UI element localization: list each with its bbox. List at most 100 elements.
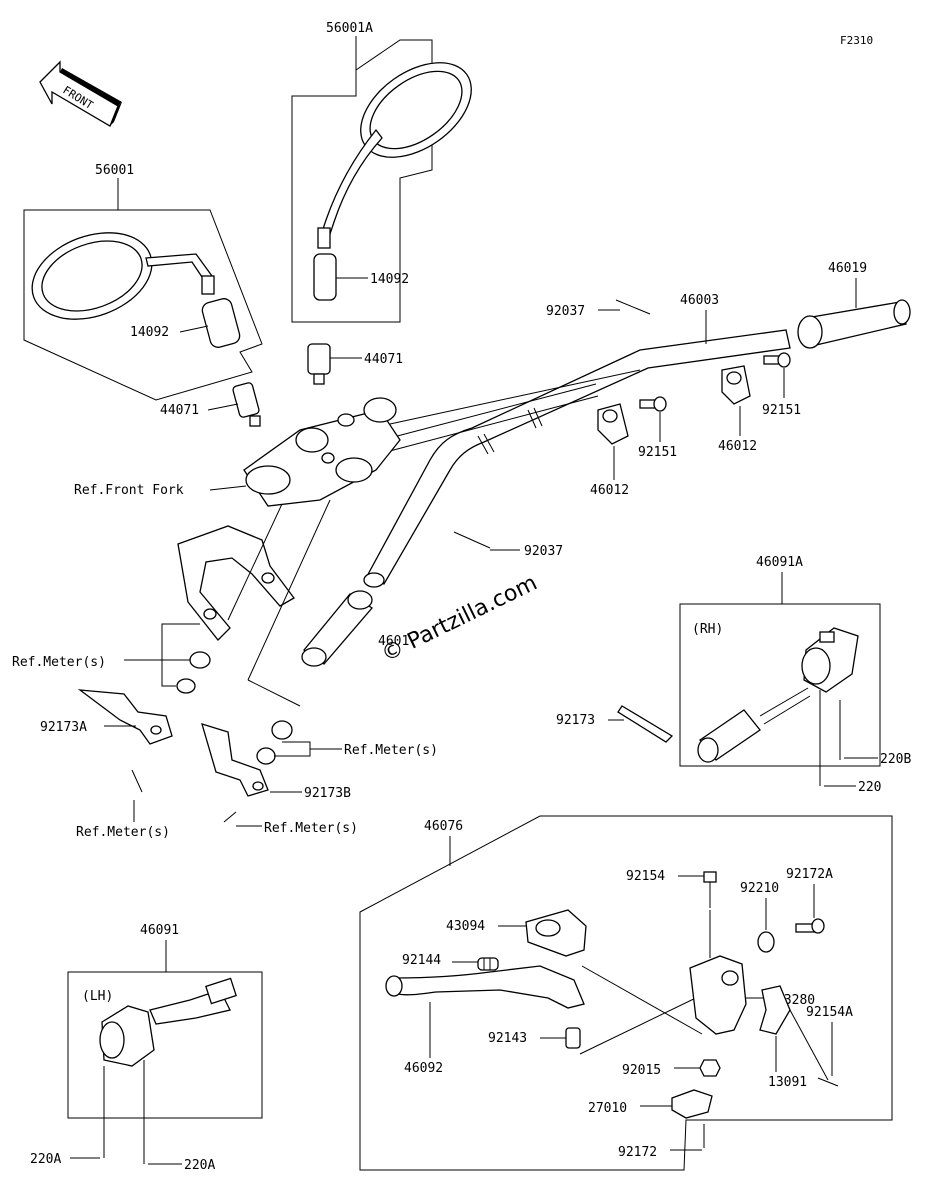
mirror-56001A-part [317, 62, 472, 249]
holder-46012-b-part [721, 365, 751, 405]
holder-46012-a-part [597, 403, 629, 445]
label-92173: 92173 [556, 713, 595, 728]
label-92173A: 92173A [40, 720, 87, 735]
label-ref-front-fork: Ref.Front Fork [74, 483, 184, 498]
label-220B: 220B [880, 752, 911, 767]
clamp-43094-part [525, 909, 587, 957]
label-ref-meter-2: Ref.Meter(s) [76, 825, 170, 840]
adapter-44071-b-part [307, 343, 331, 385]
label-92015: 92015 [622, 1063, 661, 1078]
adapter-44071-a-part [232, 382, 261, 427]
lever-46076-box [359, 815, 893, 1171]
front-arrow-icon: FRONT [39, 60, 122, 127]
label-92210: 92210 [740, 881, 779, 896]
front-fork-clamp-part [243, 397, 401, 507]
spring-92144-part [477, 957, 499, 971]
label-56001: 56001 [95, 163, 134, 178]
bracket-92173A-part [77, 689, 173, 745]
label-grip-left: 4601 [378, 634, 409, 649]
pin-92037-b-part: 92037 [453, 531, 563, 559]
boot-14092-b-part [313, 253, 337, 301]
label-46091A: 46091A [756, 555, 803, 570]
mirror-56001-box [23, 209, 263, 401]
label-46076: 46076 [424, 819, 463, 834]
boot-14092-a-part [201, 298, 241, 348]
label-92037-b: 92037 [524, 544, 563, 559]
label-46019: 46019 [828, 261, 867, 276]
label-rh: (RH) [692, 622, 723, 637]
grommet-right-b-part [256, 747, 276, 765]
bolt-92151-a-part [639, 396, 667, 412]
label-44071-a: 44071 [160, 403, 199, 418]
label-ref-meter-4: Ref.Meter(s) [264, 821, 358, 836]
mirror-56001A-box [291, 39, 433, 323]
label-92172A: 92172A [786, 867, 833, 882]
label-lh: (LH) [82, 989, 113, 1004]
switch-lh-housing-part [99, 1005, 155, 1067]
grip-46019-part: 46019 [797, 261, 911, 349]
switch-46091A-box [679, 603, 881, 767]
switch-lh-connector-part [149, 977, 237, 1025]
label-92154: 92154 [626, 869, 665, 884]
switch-46091-box [67, 971, 263, 1119]
label-46091: 46091 [140, 923, 179, 938]
screw-left-part [131, 769, 143, 793]
label-92151-b: 92151 [762, 403, 801, 418]
grommet-left-b-part [176, 678, 196, 694]
label-46003: 46003 [680, 293, 719, 308]
grommet-left-a-part [189, 651, 211, 669]
holder-13280-part [689, 955, 747, 1035]
label-92172: 92172 [618, 1145, 657, 1160]
switch-rh-housing-part [801, 627, 859, 693]
label-44071-b: 44071 [364, 352, 403, 367]
pin-92037-a-part: 92037 [546, 299, 651, 319]
clamp-13091-part [759, 985, 791, 1035]
label-56001A: 56001A [326, 21, 373, 36]
handlebar-46003-part [363, 329, 791, 588]
label-220: 220 [858, 780, 881, 795]
meter-bracket-part [177, 525, 295, 641]
bracket-92173B-part [201, 723, 269, 797]
label-ref-meter-3: Ref.Meter(s) [344, 743, 438, 758]
label-ref-meter-1: Ref.Meter(s) [12, 655, 106, 670]
label-92144: 92144 [402, 953, 441, 968]
switch-rh-throttle-part [697, 687, 811, 763]
collar-92143-part [565, 1027, 581, 1049]
mirror-56001-group: 56001 14092 44071 [23, 163, 263, 427]
watermark: © Partzilla.com [378, 570, 542, 667]
mirror-56001-part [31, 232, 215, 320]
label-46092: 46092 [404, 1061, 443, 1076]
label-220A-b: 220A [184, 1158, 215, 1173]
label-14092-a: 14092 [130, 325, 169, 340]
label-92173B: 92173B [304, 786, 351, 801]
label-92151-a: 92151 [638, 445, 677, 460]
label-92154A: 92154A [806, 1005, 853, 1020]
label-43094: 43094 [446, 919, 485, 934]
switch-27010-part [671, 1089, 713, 1119]
label-14092-b: 14092 [370, 272, 409, 287]
label-13091: 13091 [768, 1075, 807, 1090]
mirror-56001A-group: 56001A 14092 44071 [291, 21, 472, 385]
label-220A-a: 220A [30, 1152, 61, 1167]
grommet-right-a-part [271, 720, 293, 740]
lever-46076-group: 46076 92154 92210 92172A 43094 92144 [359, 815, 893, 1171]
bolt-92151-b-part [763, 352, 791, 368]
bolt-92154A-part [817, 1077, 839, 1087]
bolt-92172A-part [795, 918, 825, 934]
switch-46091-group: 46091 (LH) [67, 923, 263, 1164]
label-46012-b: 46012 [718, 439, 757, 454]
cable-band-92173-part: 92173 [556, 705, 674, 743]
label-46012-a: 46012 [590, 483, 629, 498]
bolt-92154-part [703, 871, 717, 908]
screw-right-part [223, 811, 237, 823]
label-92143: 92143 [488, 1031, 527, 1046]
label-27010: 27010 [588, 1101, 627, 1116]
diagram-code: F2310 [840, 34, 873, 47]
switch-46091A-group: 46091A (RH) 220B 220 [679, 555, 911, 795]
lever-46092-part [385, 965, 585, 1009]
grip-left-part [301, 590, 373, 667]
label-92037-a: 92037 [546, 304, 585, 319]
washer-92210-part [757, 931, 775, 953]
nut-92015-part [699, 1059, 721, 1077]
